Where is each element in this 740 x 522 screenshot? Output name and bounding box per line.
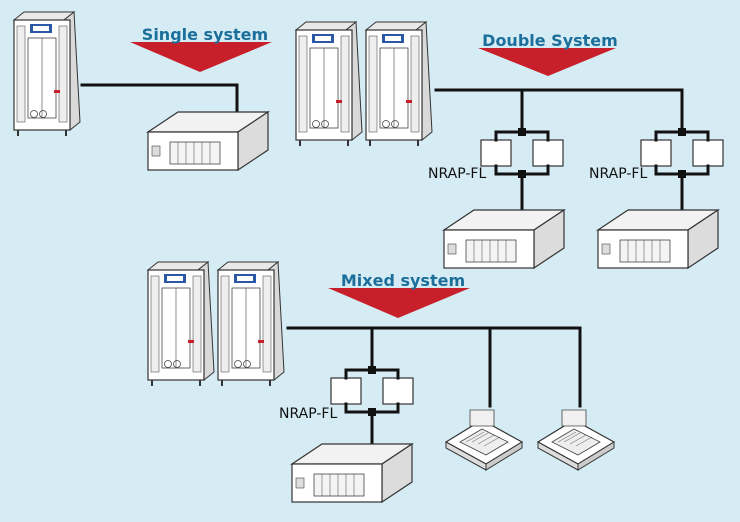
- ceiling-cassette-icon: [445, 409, 523, 471]
- single-system: Single system: [13, 11, 272, 171]
- refrigerant-pipe: [80, 83, 239, 114]
- single-system-title: Single system: [142, 25, 268, 44]
- outdoor-condenser-icon: [147, 261, 215, 387]
- distributor-label: NRAP-FL: [428, 166, 486, 182]
- refnet-distributor-icon: [329, 364, 415, 418]
- distributor-label: NRAP-FL: [589, 166, 647, 182]
- double-system-title: Double System: [482, 31, 618, 50]
- outdoor-condenser-icon: [217, 261, 285, 387]
- refnet-distributor-icon: [479, 126, 565, 180]
- refnet-distributor-icon: [639, 126, 725, 180]
- ducted-indoor-unit-icon: [291, 443, 413, 503]
- double-system: Double System NRAP-FL NRAP-FL: [295, 21, 725, 269]
- mixed-system: Mixed system NRAP-FL: [147, 261, 615, 503]
- red-down-arrow-icon: [328, 288, 470, 318]
- outdoor-condenser-icon: [13, 11, 81, 137]
- ceiling-cassette-icon: [537, 409, 615, 471]
- ducted-indoor-unit-icon: [597, 209, 719, 269]
- refrigerant-pipe: [286, 326, 582, 408]
- mixed-system-title: Mixed system: [341, 271, 465, 290]
- outdoor-condenser-icon: [365, 21, 433, 147]
- ducted-indoor-unit-icon: [147, 111, 269, 171]
- outdoor-condenser-icon: [295, 21, 363, 147]
- red-down-arrow-icon: [478, 48, 616, 76]
- distributor-label: NRAP-FL: [279, 406, 337, 422]
- ducted-indoor-unit-icon: [443, 209, 565, 269]
- red-down-arrow-icon: [130, 42, 272, 72]
- refrigerant-pipe: [434, 88, 684, 130]
